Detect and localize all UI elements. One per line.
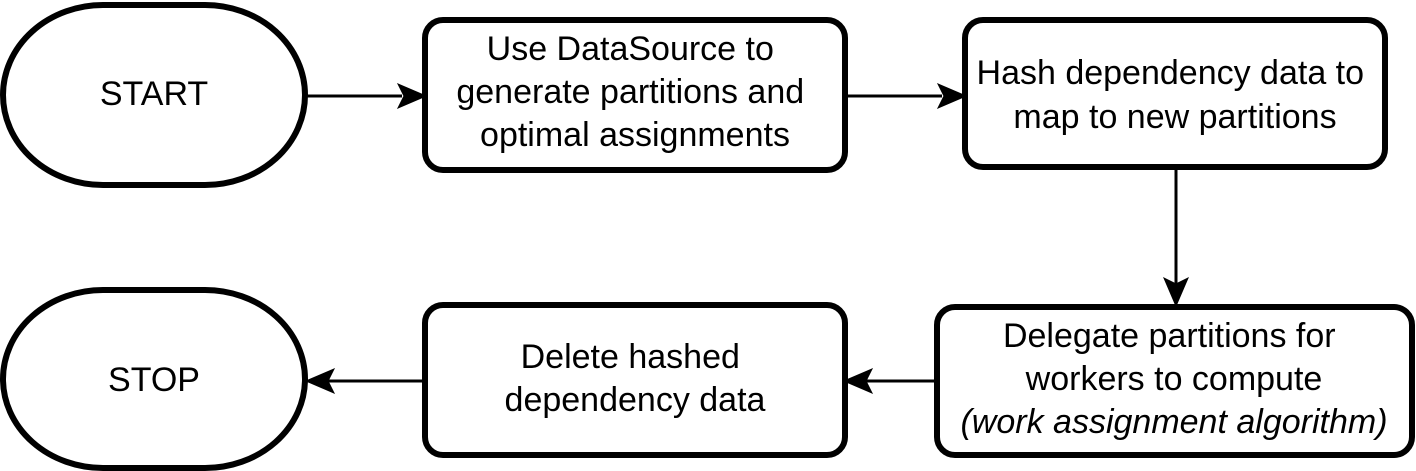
- generate-process-box: [422, 17, 848, 173]
- node-hash: Hash dependency data to map to new parti…: [962, 17, 1388, 170]
- node-delete-label: Delete hashed dependency data: [505, 338, 766, 419]
- node-hash-label: Hash dependency data to map to new parti…: [977, 54, 1374, 136]
- node-generate: Use DataSource to generate partitions an…: [422, 17, 848, 173]
- node-start: START: [0, 2, 308, 188]
- hash-process-box: [962, 17, 1388, 170]
- edge-hash-to-delegate: [1163, 168, 1189, 308]
- arrowhead-right: [936, 83, 968, 109]
- arrowhead-down: [1163, 276, 1189, 308]
- generate-label-line-1: Use DataSource to: [487, 30, 774, 68]
- hash-label-line-1: Hash dependency data to: [977, 54, 1365, 92]
- edges: [304, 83, 1189, 394]
- stop-terminator-shape: [0, 287, 308, 471]
- delegate-label-annotation: (work assignment algorithm): [960, 403, 1387, 441]
- delete-label-line-1: Delete hashed: [521, 338, 740, 376]
- start-label-line: START: [100, 75, 208, 113]
- node-start-label: START: [100, 75, 208, 113]
- generate-label-line-2: generate partitions and: [456, 73, 804, 111]
- node-stop: STOP: [0, 287, 308, 471]
- delegate-label-line-1: Delegate partitions for: [1003, 317, 1336, 355]
- stop-label-line: STOP: [108, 361, 200, 399]
- arrowhead-right: [396, 83, 428, 109]
- node-delegate-label: Delegate partitions for workers to compu…: [1003, 317, 1345, 398]
- delegate-label-line-3: (work assignment algorithm): [960, 403, 1387, 441]
- delegate-label-line-2: workers to compute: [1025, 360, 1323, 398]
- edge-delegate-to-delete: [842, 368, 936, 394]
- hash-label-line-2: map to new partitions: [1013, 98, 1336, 136]
- node-delete: Delete hashed dependency data: [422, 302, 848, 458]
- start-terminator-shape: [0, 2, 308, 188]
- delete-label-line-2: dependency data: [505, 381, 766, 419]
- edge-generate-to-hash: [846, 83, 968, 109]
- edge-start-to-generate: [306, 83, 428, 109]
- edge-delete-to-stop: [304, 368, 424, 394]
- node-delegate: Delegate partitions for workers to compu…: [934, 304, 1415, 458]
- delete-process-box: [422, 302, 848, 458]
- arrowhead-left: [304, 368, 336, 394]
- delegate-process-box: [934, 304, 1415, 458]
- node-generate-label: Use DataSource to generate partitions an…: [456, 30, 813, 154]
- generate-label-line-3: optimal assignments: [480, 116, 790, 154]
- arrowhead-left: [842, 368, 874, 394]
- node-stop-label: STOP: [108, 361, 200, 399]
